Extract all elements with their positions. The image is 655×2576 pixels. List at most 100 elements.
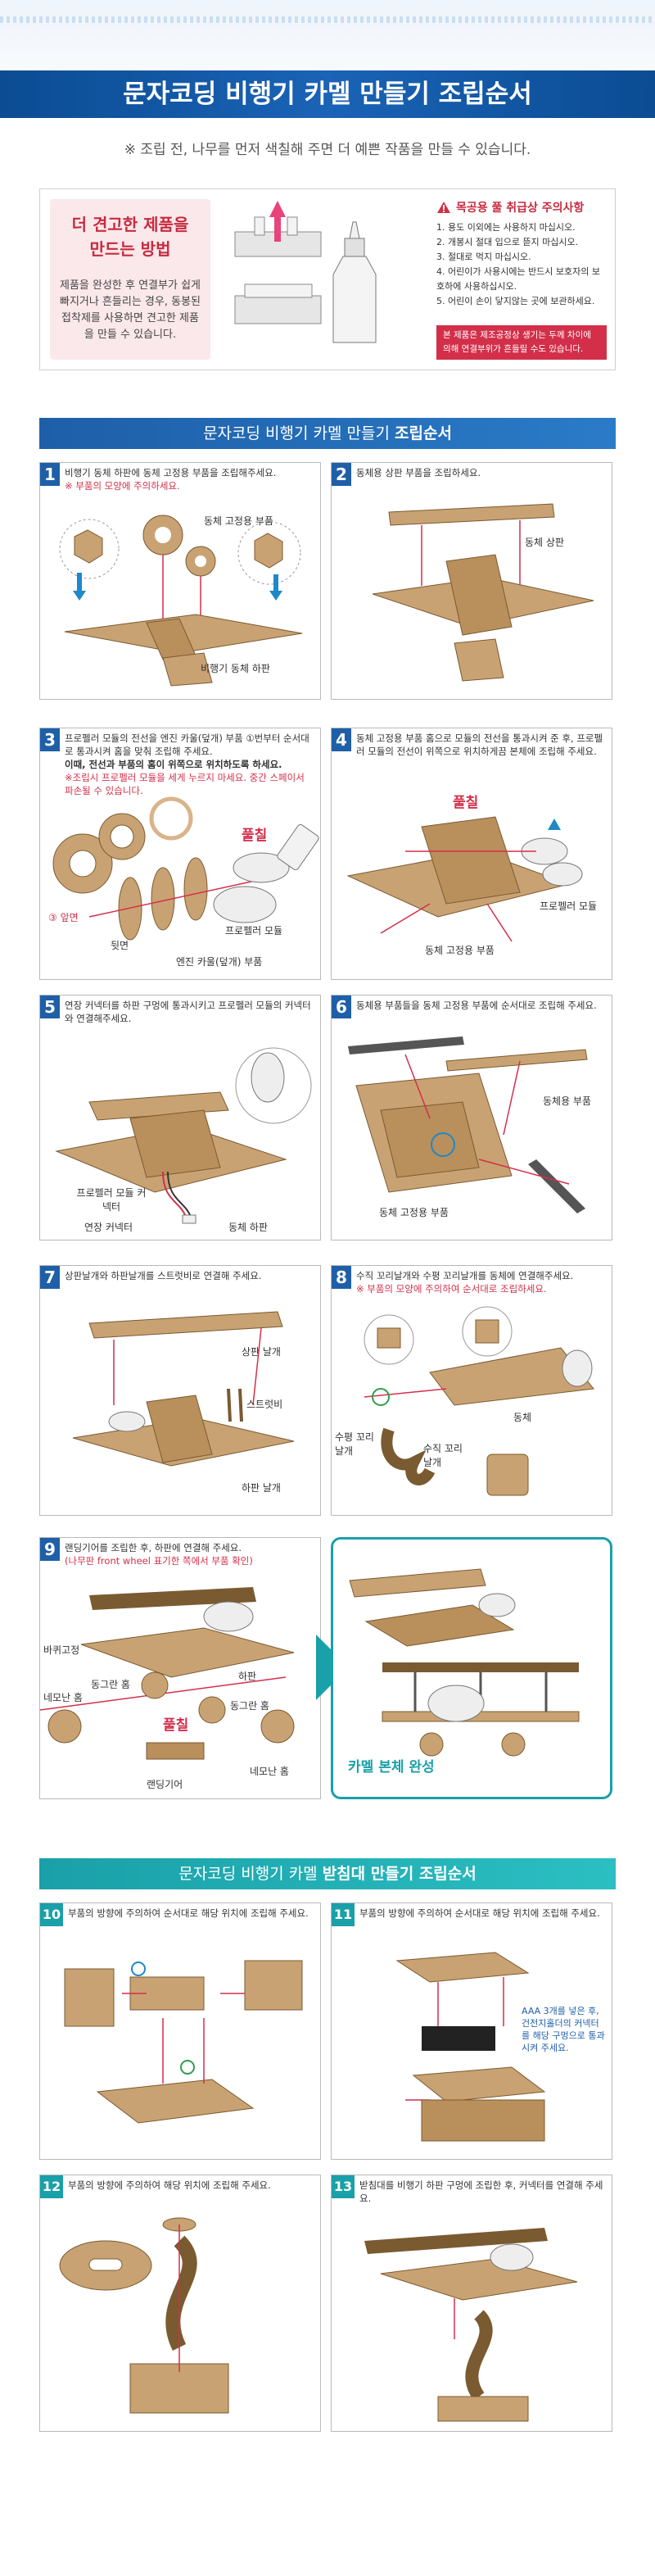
step-13-illustration	[364, 2228, 578, 2422]
step-number: 3	[40, 728, 60, 751]
battery-note: AAA 3개를 넣은 후, 건전지홀더의 커넥터를 해당 구멍으로 통과시켜 주…	[522, 2006, 605, 2053]
step-11-panel: 11 부품의 방향에 주의하여 순서대로 해당 위치에 조립해 주세요. AAA…	[331, 1903, 612, 2160]
complete-label: 카멜 본체 완성	[348, 1759, 435, 1776]
part-label: 동그란 홈	[91, 1679, 130, 1690]
step-instruction: 상판날개와 하판날개를 스트럿비로 연결해 주세요.	[65, 1270, 262, 1281]
warning-title: 목공용 풀 취급상 주의사항	[456, 202, 585, 215]
part-label: 동체 고정용 부품	[425, 945, 495, 956]
thickness-notice: 본 제품은 제조공정상 생기는 두께 차이에 의해 연결부위가 흔들릴 수도 있…	[436, 325, 607, 360]
step-9-panel: 9 랜딩기어를 조립한 후, 하판에 연결해 주세요. (나무판 front w…	[39, 1537, 321, 1799]
step-number: 11	[332, 1903, 355, 1926]
step-number: 12	[40, 2175, 63, 2198]
painting-note: ※ 조립 전, 나무를 먼저 색칠해 주면 더 예쁜 작품을 만들 수 있습니다…	[124, 142, 531, 158]
step-4-illustration	[346, 816, 583, 942]
glue-illustration	[220, 199, 425, 360]
step-1-illustration	[59, 515, 303, 687]
part-label: 동체 고정용 부품	[204, 515, 273, 527]
care-title-line1: 더 견고한 제품을	[71, 215, 189, 234]
complete-illustration	[349, 1568, 580, 1757]
care-body: 제품을 완성한 후 연결부가 쉽게 빠지거나 흔들리는 경우, 동봉된 접착제를…	[59, 279, 201, 341]
part-label: ③ 앞면	[48, 912, 79, 923]
glue-label: 풀칠	[163, 1717, 189, 1734]
section-title-prefix: 문자코딩 비행기 카멜 만들기	[203, 424, 395, 442]
step-instruction: 랜딩기어를 조립한 후, 하판에 연결해 주세요.	[65, 1542, 242, 1553]
part-label: 상판 날개	[242, 1346, 281, 1358]
care-title: 더 견고한 제품을 만드는 방법	[50, 212, 210, 261]
section-title-bold: 조립순서	[395, 424, 452, 442]
step-caution: ※조립시 프로펠러 모듈을 세게 누르지 마세요. 중간 스페이서 파손될 수 …	[65, 772, 305, 796]
warning-icon	[437, 202, 450, 213]
step-6-illustration	[348, 1036, 588, 1213]
step-instruction: 동체용 상판 부품을 조립하세요.	[356, 467, 481, 478]
step-instruction: 부품의 방향에 주의하여 해당 위치에 조립해 주세요.	[68, 2179, 271, 2191]
step-caution: ※ 부품의 모양에 주의하세요.	[65, 480, 180, 492]
step-instruction: 프로펠러 모듈의 전선을 엔진 카울(덮개) 부품 ①번부터 순서대로 통과시켜…	[65, 732, 309, 757]
warning-item: 2. 개봉시 절대 입으로 뜯지 마십시오.	[436, 237, 579, 247]
part-label: 연장 커넥터	[84, 1222, 133, 1233]
step-number: 1	[40, 463, 60, 486]
part-label: 하판 날개	[242, 1482, 281, 1494]
step-5-illustration	[55, 1047, 312, 1224]
step-1-panel: 1 비행기 동체 하판에 동체 고정용 부품을 조립해주세요. ※ 부품의 모양…	[39, 462, 321, 700]
part-label: 프로펠러 모듈	[225, 925, 283, 937]
part-label: 동체 고정용 부품	[379, 1207, 449, 1218]
step-4-panel: 4 동체 고정용 부품 홈으로 모듈의 전선을 통과시켜 준 후, 프로펠러 모…	[331, 728, 612, 980]
step-instruction: 동체용 부품들을 동체 고정용 부품에 순서대로 조립해 주세요.	[356, 1000, 597, 1011]
step-8-illustration	[364, 1306, 594, 1496]
step-6-panel: 6 동체용 부품들을 동체 고정용 부품에 순서대로 조립해 주세요. 동체용 …	[331, 995, 612, 1240]
step-2-illustration	[372, 503, 594, 682]
glue-warning: 목공용 풀 취급상 주의사항 1. 용도 이외에는 사용하지 마십시오. 2. …	[436, 199, 607, 360]
care-intro: 더 견고한 제품을 만드는 방법 제품을 완성한 후 연결부가 쉽게 빠지거나 …	[50, 199, 210, 360]
part-label: 동체 상판	[525, 537, 564, 548]
part-label: 수직 꼬리날개	[423, 1443, 463, 1468]
step-12-panel: 12 부품의 방향에 주의하여 해당 위치에 조립해 주세요.	[39, 2175, 321, 2432]
part-label: 프로펠러 모듈	[540, 900, 598, 912]
warning-item: 1. 용도 이외에는 사용하지 마십시오.	[436, 222, 576, 233]
step-8-panel: 8 수직 꼬리날개와 수평 꼬리날개를 동체에 연결해주세요. ※ 부품의 모양…	[331, 1265, 612, 1516]
step-number: 9	[40, 1538, 60, 1561]
step-emphasis: 이때, 전선과 부품의 홈이 위쪽으로 위치하도록 하세요.	[65, 759, 282, 770]
part-label: 스트럿비	[246, 1399, 283, 1410]
part-label: 바퀴고정	[43, 1644, 80, 1656]
step-instruction: 받침대를 비행기 하판 구멍에 조립한 후, 커넥터를 연결해 주세요.	[359, 2179, 603, 2204]
step-number: 8	[332, 1266, 351, 1289]
step-caution: ※ 부품의 모양에 주의하여 순서대로 조립하세요.	[356, 1283, 547, 1295]
step-instruction: 동체 고정용 부품 홈으로 모듈의 전선을 통과시켜 준 후, 프로펠러 모듈의…	[356, 732, 603, 757]
step-7-illustration	[72, 1311, 295, 1467]
step-number: 7	[40, 1266, 60, 1289]
care-box: 더 견고한 제품을 만드는 방법 제품을 완성한 후 연결부가 쉽게 빠지거나 …	[39, 188, 616, 370]
section-title-bold: 받침대 만들기 조립순서	[322, 1865, 477, 1883]
step-instruction: 수직 꼬리날개와 수평 꼬리날개를 동체에 연결해주세요.	[356, 1270, 574, 1281]
part-label: 수평 꼬리날개	[335, 1431, 374, 1457]
section-assembly-title: 문자코딩 비행기 카멜 만들기 조립순서	[39, 418, 616, 449]
step-12-illustration	[59, 2217, 229, 2414]
step-number: 4	[332, 728, 351, 751]
step-3-illustration	[52, 796, 319, 941]
header-stripes	[0, 16, 655, 23]
step-instruction: 부품의 방향에 주의하여 순서대로 해당 위치에 조립해 주세요.	[359, 1907, 600, 1919]
step-instruction: 연장 커넥터를 하판 구멍에 통과시키고 프로펠러 모듈의 커넥터와 연결해주세…	[65, 1000, 311, 1024]
step-13-panel: 13 받침대를 비행기 하판 구멍에 조립한 후, 커넥터를 연결해 주세요.	[331, 2175, 612, 2432]
step-instruction: 비행기 동체 하판에 동체 고정용 부품을 조립해주세요.	[65, 467, 277, 478]
step-number: 5	[40, 995, 60, 1018]
complete-panel: 카멜 본체 완성	[331, 1537, 612, 1799]
step-instruction: 부품의 방향에 주의하여 순서대로 해당 위치에 조립해 주세요.	[68, 1907, 309, 1919]
step-3-panel: 3 프로펠러 모듈의 전선을 엔진 카울(덮개) 부품 ①번부터 순서대로 통과…	[39, 728, 321, 980]
section-title-prefix: 문자코딩 비행기 카멜	[178, 1865, 323, 1883]
part-label: 네모난 홈	[43, 1692, 83, 1703]
part-label: 비행기 동체 하판	[201, 663, 270, 674]
part-label: 네모난 홈	[250, 1766, 289, 1777]
part-label: 뒷면	[111, 940, 129, 951]
step-10-panel: 10 부품의 방향에 주의하여 순서대로 해당 위치에 조립해 주세요.	[39, 1903, 321, 2160]
step-5-panel: 5 연장 커넥터를 하판 구멍에 통과시키고 프로펠러 모듈의 커넥터와 연결해…	[39, 995, 321, 1240]
step-9-illustration	[40, 1587, 295, 1760]
page-header: 문자코딩 비행기 카멜 만들기 조립순서	[0, 0, 655, 121]
warning-item: 5. 어린이 손이 닿지않는 곳에 보관하세요.	[436, 296, 595, 306]
section-stand-title: 문자코딩 비행기 카멜 받침대 만들기 조립순서	[39, 1858, 616, 1889]
care-title-line2: 만드는 방법	[89, 239, 171, 259]
step-10-illustration	[64, 1960, 303, 2124]
part-label: 랜딩기어	[147, 1779, 183, 1790]
warning-list: 1. 용도 이외에는 사용하지 마십시오. 2. 개봉시 절대 입으로 뜯지 마…	[436, 220, 607, 309]
step-number: 13	[332, 2175, 355, 2198]
page-title: 문자코딩 비행기 카멜 만들기 조립순서	[123, 79, 532, 109]
